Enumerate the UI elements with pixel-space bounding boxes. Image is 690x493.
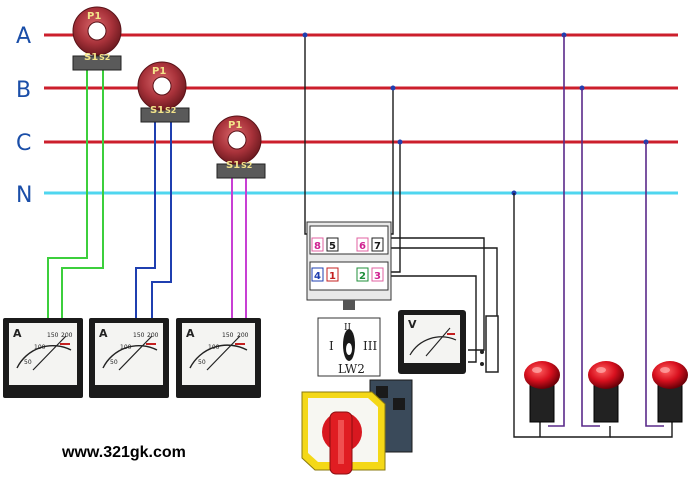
position-ii: II xyxy=(344,323,352,333)
ct-c-wires xyxy=(231,176,247,320)
phase-label-c: C xyxy=(16,131,31,156)
lw2-switch-face: I II III LW2 xyxy=(317,317,381,377)
ammeter-a-unit: A xyxy=(13,327,22,340)
ammeter-a-scale-100: 100 xyxy=(34,344,46,351)
ct-b-s1-label: S1 xyxy=(150,105,164,116)
current-transformer-b: P1 S1 S2 xyxy=(137,61,190,123)
terminal-2: 2 xyxy=(359,271,366,282)
ammeter-a: A 50 100 150 200 xyxy=(3,318,83,398)
ammeter-c-scale-100: 100 xyxy=(208,344,220,351)
ct-a-wires xyxy=(47,68,104,320)
ct-a-s1-label: S1 xyxy=(84,52,98,63)
ct-b-s2-label: S2 xyxy=(165,106,176,115)
voltmeter-unit: V xyxy=(408,318,417,331)
lamp-wiring xyxy=(548,35,664,427)
ammeter-a-scale-50: 50 xyxy=(24,359,32,366)
ammeter-b-scale-50: 50 xyxy=(110,359,118,366)
ammeter-c-scale-150: 150 xyxy=(222,332,234,339)
ammeter-c-unit: A xyxy=(186,327,195,340)
voltmeter: V xyxy=(398,310,466,374)
ammeter-c-scale-200: 200 xyxy=(237,332,249,339)
voltmeter-bracket xyxy=(480,315,499,373)
ct-a-p1-label: P1 xyxy=(87,11,101,22)
terminal-7: 7 xyxy=(374,241,381,252)
terminal-4: 4 xyxy=(314,271,321,282)
ct-c-p1-label: P1 xyxy=(228,120,242,131)
terminal-6: 6 xyxy=(359,241,366,252)
ammeter-c-scale-50: 50 xyxy=(198,359,206,366)
position-i: I xyxy=(329,339,334,353)
ammeter-b-scale-200: 200 xyxy=(147,332,159,339)
indicator-lamp-3 xyxy=(652,361,688,423)
ct-c-s1-label: S1 xyxy=(226,160,240,171)
bus-junctions xyxy=(302,32,649,196)
phase-label-n: N xyxy=(16,183,32,208)
ammeter-b-scale-100: 100 xyxy=(120,344,132,351)
selector-switch-block: 8 5 6 7 4 1 2 3 xyxy=(306,221,392,310)
indicator-lamp-1 xyxy=(524,361,560,423)
ammeter-a-scale-150: 150 xyxy=(47,332,59,339)
ct-b-p1-label: P1 xyxy=(152,66,166,77)
ct-c-s2-label: S2 xyxy=(241,161,252,170)
indicator-lamp-2 xyxy=(588,361,624,423)
ct-a-s2-label: S2 xyxy=(99,53,110,62)
phase-bus-a: A xyxy=(16,24,678,49)
switch-model: LW2 xyxy=(338,362,365,376)
current-transformer-c: P1 S1 S2 xyxy=(212,115,266,179)
terminal-8: 8 xyxy=(314,241,321,252)
phase-bus-n: N xyxy=(16,183,678,208)
ammeter-c: A 50 100 150 200 xyxy=(176,318,261,398)
phase-bus-b: B xyxy=(16,78,678,103)
rotary-selector-knob xyxy=(301,379,413,475)
ammeter-b-unit: A xyxy=(99,327,108,340)
position-iii: III xyxy=(363,339,377,353)
phase-label-a: A xyxy=(16,24,31,49)
terminal-5: 5 xyxy=(329,241,336,252)
ct-b-wires xyxy=(135,120,172,320)
watermark-text: www.321gk.com xyxy=(61,444,186,461)
current-transformer-a: P1 S1 S2 xyxy=(72,6,122,71)
neutral-lamp-wiring xyxy=(513,193,673,438)
terminal-3: 3 xyxy=(374,271,381,282)
terminal-1: 1 xyxy=(329,271,336,282)
ammeter-a-scale-200: 200 xyxy=(61,332,73,339)
phase-bus-c: C xyxy=(16,131,678,156)
ammeter-b: A 50 100 150 200 xyxy=(89,318,169,398)
phase-label-b: B xyxy=(16,78,31,103)
ammeter-b-scale-150: 150 xyxy=(133,332,145,339)
